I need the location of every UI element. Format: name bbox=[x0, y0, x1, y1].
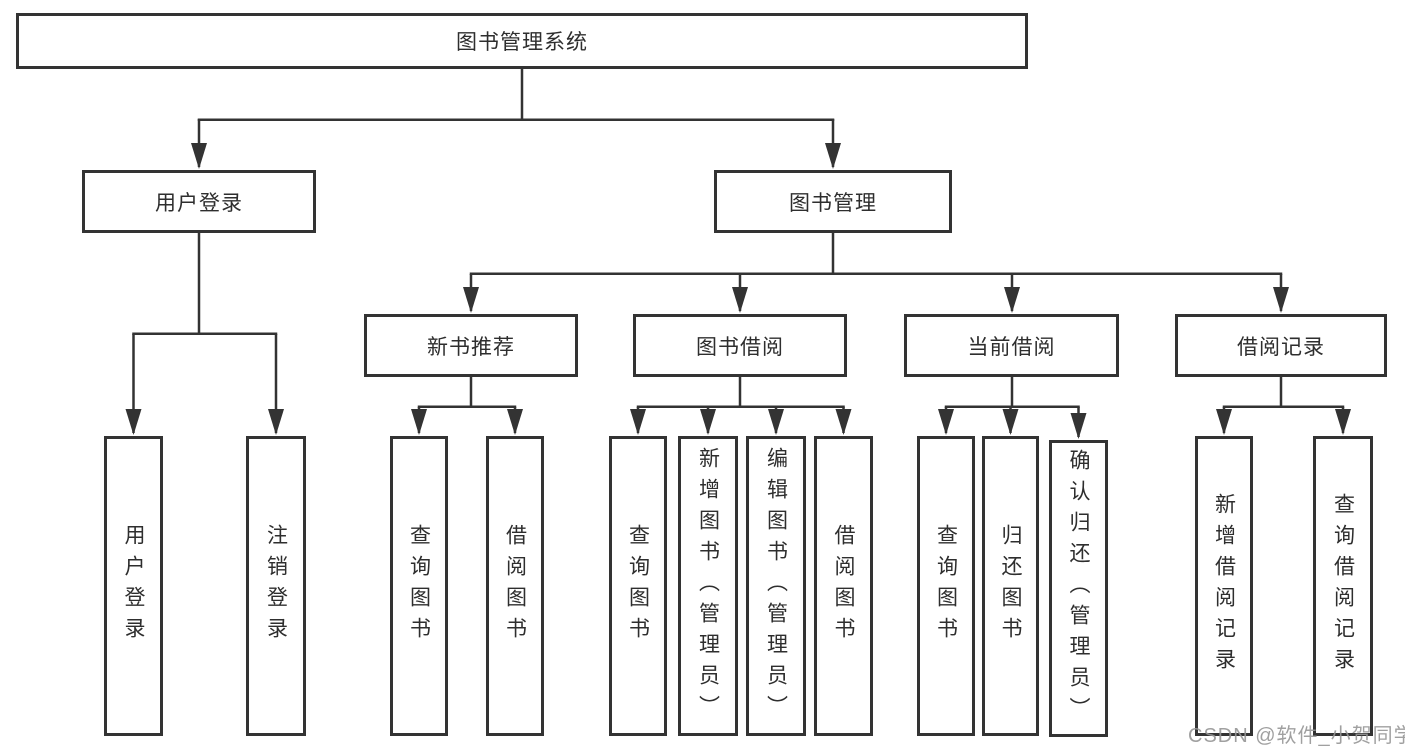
leaf-confirm-return-admin: 确认归还（管理员） bbox=[1049, 440, 1108, 737]
leaf-current-query-books: 查询图书 bbox=[917, 436, 975, 736]
leaf-add-books-admin: 新增图书（管理员） bbox=[678, 436, 738, 736]
node-new-book-recommend: 新书推荐 bbox=[364, 314, 578, 377]
node-borrow-records: 借阅记录 bbox=[1175, 314, 1387, 377]
leaf-add-borrow-record: 新增借阅记录 bbox=[1195, 436, 1253, 736]
leaf-return-books: 归还图书 bbox=[982, 436, 1039, 736]
node-current-borrow: 当前借阅 bbox=[904, 314, 1119, 377]
leaf-query-borrow-record: 查询借阅记录 bbox=[1313, 436, 1373, 736]
csdn-watermark: CSDN @软件_小贺同学 bbox=[1188, 725, 1405, 747]
node-user-login-branch: 用户登录 bbox=[82, 170, 316, 233]
leaf-borrow-query-books: 查询图书 bbox=[609, 436, 667, 736]
node-library-system-root: 图书管理系统 bbox=[16, 13, 1028, 69]
leaf-recommend-borrow-books: 借阅图书 bbox=[486, 436, 544, 736]
leaf-recommend-query-books: 查询图书 bbox=[390, 436, 448, 736]
leaf-user-login: 用户登录 bbox=[104, 436, 163, 736]
leaf-borrow-books: 借阅图书 bbox=[814, 436, 873, 736]
leaf-edit-books-admin: 编辑图书（管理员） bbox=[746, 436, 806, 736]
leaf-logout: 注销登录 bbox=[246, 436, 306, 736]
node-book-borrow: 图书借阅 bbox=[633, 314, 847, 377]
node-book-management-branch: 图书管理 bbox=[714, 170, 952, 233]
